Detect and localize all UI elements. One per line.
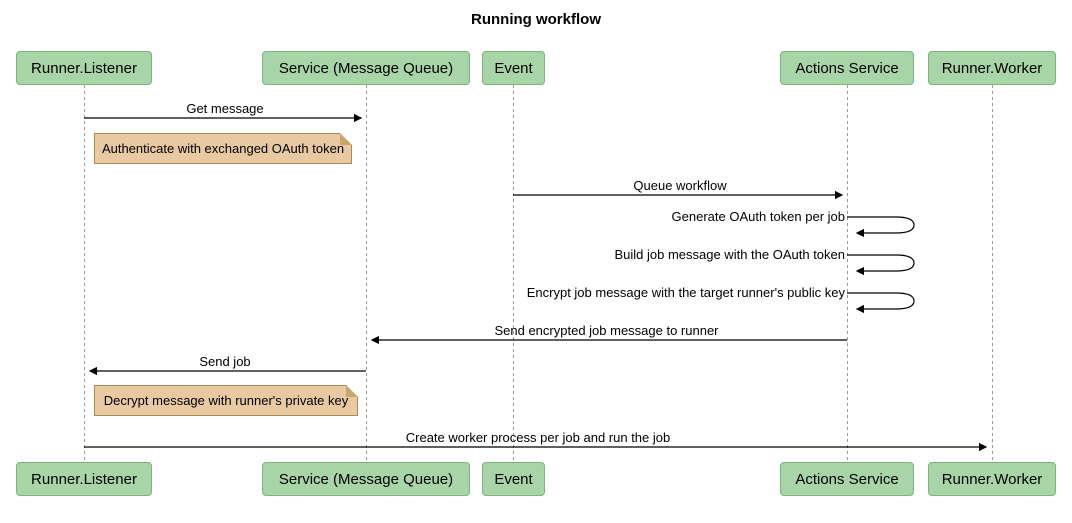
arrow-self-encrypt-job-message [847,292,915,314]
message-label-encrypt-job-message: Encrypt job message with the target runn… [526,285,845,300]
arrow-self-generate-oauth-token [847,216,915,238]
participant-label: Runner.Worker [941,59,1043,77]
participant-label: Actions Service [795,59,899,77]
participant-actions-service-bottom: Actions Service [780,462,914,496]
participant-runner-listener-top: Runner.Listener [16,51,152,85]
participant-event-bottom: Event [482,462,545,496]
participant-label: Actions Service [795,470,899,488]
arrow-self-build-job-message [847,254,915,276]
note-authenticate-oauth: Authenticate with exchanged OAuth token [94,133,352,164]
participant-label: Event [494,470,533,488]
participant-label: Event [494,59,533,77]
participant-label: Runner.Listener [31,470,137,488]
diagram-title: Running workflow [471,11,601,28]
message-label-create-worker-process: Create worker process per job and run th… [405,430,671,445]
participant-label: Runner.Listener [31,59,137,77]
participant-label: Service (Message Queue) [278,59,454,77]
note-text: Decrypt message with runner's private ke… [103,393,349,408]
participant-actions-service-top: Actions Service [780,51,914,85]
message-label-get-message: Get message [186,101,264,116]
message-label-send-job: Send job [199,354,251,369]
participant-runner-listener-bottom: Runner.Listener [16,462,152,496]
note-decrypt-private-key: Decrypt message with runner's private ke… [94,385,358,416]
participant-runner-worker-top: Runner.Worker [928,51,1056,85]
message-label-build-job-message: Build job message with the OAuth token [614,247,845,262]
participant-label: Service (Message Queue) [278,470,454,488]
participant-event-top: Event [482,51,545,85]
message-label-queue-workflow: Queue workflow [633,178,727,193]
participant-service-message-queue-bottom: Service (Message Queue) [262,462,470,496]
participant-label: Runner.Worker [941,470,1043,488]
message-label-generate-oauth-token: Generate OAuth token per job [671,209,845,224]
note-text: Authenticate with exchanged OAuth token [101,141,345,156]
participant-service-message-queue-top: Service (Message Queue) [262,51,470,85]
participant-runner-worker-bottom: Runner.Worker [928,462,1056,496]
message-label-send-encrypted-job-message: Send encrypted job message to runner [494,323,719,338]
